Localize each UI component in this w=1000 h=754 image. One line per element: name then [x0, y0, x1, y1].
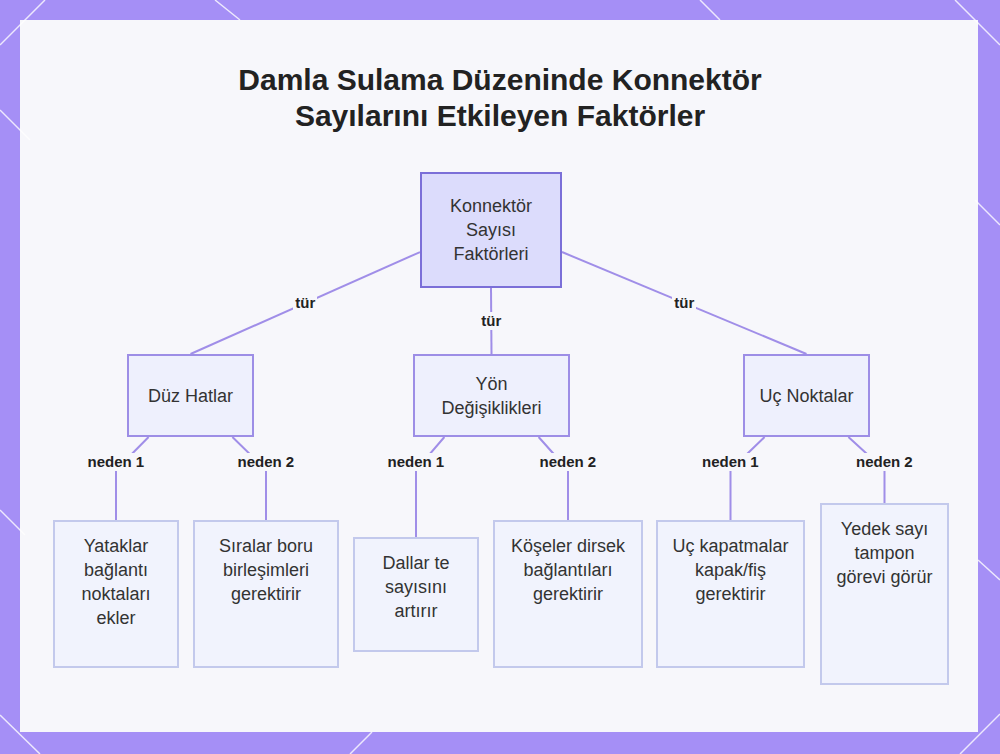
node-text: Sıralar boru birleşimleri gerektirir	[203, 534, 329, 606]
connector-path	[731, 437, 765, 520]
node-text: Uç kapatmalar kapak/fiş gerektirir	[666, 534, 795, 606]
edge-label: neden 2	[538, 453, 599, 471]
reason-box: Sıralar boru birleşimleri gerektirir	[193, 520, 339, 668]
edge-label: tür	[293, 294, 317, 312]
connector-path	[416, 437, 444, 537]
connector-line	[191, 252, 421, 354]
edge-label: neden 2	[854, 453, 915, 471]
node-text: Dallar te sayısını artırır	[363, 551, 469, 623]
reason-box: Uç kapatmalar kapak/fiş gerektirir	[656, 520, 805, 668]
edge-label: neden 2	[236, 453, 297, 471]
connector-line	[731, 437, 765, 520]
reason-box: Yedek sayı tampon görevi görür	[820, 503, 949, 685]
edge-label: neden 1	[700, 453, 761, 471]
node-text: Köşeler dirsek bağlantıları gerektirir	[503, 534, 633, 606]
node-text: Uç Noktalar	[759, 384, 853, 408]
connector-line	[539, 437, 568, 520]
connector-path	[116, 437, 149, 520]
category-box: Yön Değişiklikleri	[413, 354, 570, 437]
connector-line	[416, 437, 444, 537]
node-text: Konnektör Sayısı Faktörleri	[432, 194, 550, 266]
connector-line	[116, 437, 149, 520]
edge-label: tür	[479, 312, 503, 330]
root-box: Konnektör Sayısı Faktörleri	[420, 172, 562, 288]
node-text: Yön Değişiklikleri	[423, 372, 560, 420]
connector-path	[562, 252, 807, 354]
connector-line	[562, 252, 807, 354]
connector-path	[539, 437, 568, 520]
connector-path	[191, 252, 421, 354]
node-text: Düz Hatlar	[148, 384, 233, 408]
connector-line	[232, 437, 266, 520]
connector-path	[232, 437, 266, 520]
reason-box: Dallar te sayısını artırır	[353, 537, 479, 652]
node-text: Yedek sayı tampon görevi görür	[830, 517, 939, 589]
edge-label: neden 1	[86, 453, 147, 471]
reason-box: Yataklar bağlantı noktaları ekler	[53, 520, 179, 668]
category-box: Düz Hatlar	[127, 354, 254, 437]
edge-label: tür	[672, 294, 696, 312]
edge-label: neden 1	[386, 453, 447, 471]
reason-box: Köşeler dirsek bağlantıları gerektirir	[493, 520, 643, 668]
node-text: Yataklar bağlantı noktaları ekler	[63, 534, 169, 630]
category-box: Uç Noktalar	[743, 354, 870, 437]
diagram-title: Damla Sulama Düzeninde Konnektör Sayılar…	[200, 62, 800, 134]
